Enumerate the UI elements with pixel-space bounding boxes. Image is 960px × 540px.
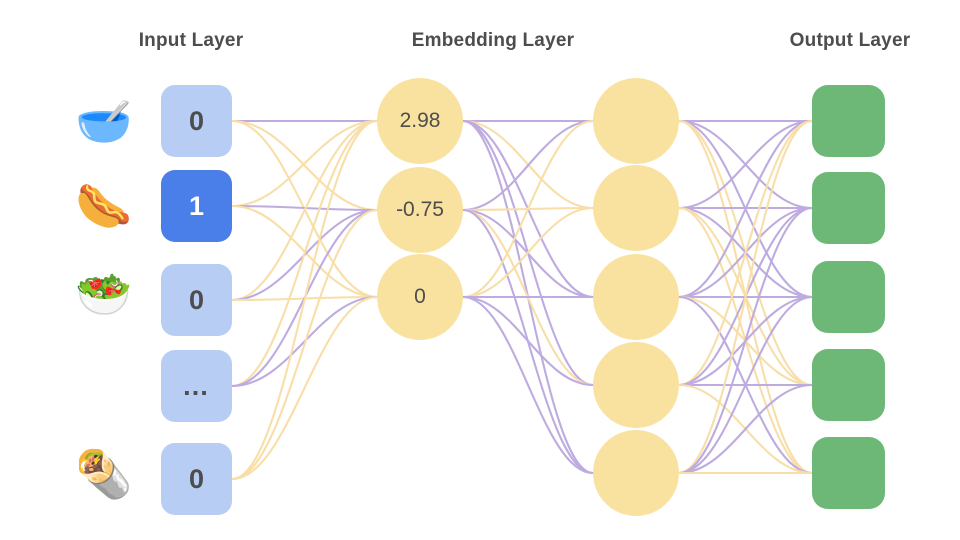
salad-icon: 🥗 bbox=[75, 268, 133, 320]
embedding-layer-title: Embedding Layer bbox=[411, 30, 575, 51]
embedding-node-0[interactable]: 2.98 bbox=[377, 78, 463, 164]
hidden-node-4[interactable] bbox=[593, 430, 679, 516]
input-node-1[interactable]: 1 bbox=[161, 170, 232, 242]
output-node-0[interactable] bbox=[812, 85, 885, 157]
edges-hidden-output bbox=[677, 119, 814, 475]
output-node-1[interactable] bbox=[812, 172, 885, 244]
soup-bowl-icon: 🥣 bbox=[75, 95, 133, 147]
output-layer-title: Output Layer bbox=[789, 30, 911, 51]
hot-dog-icon: 🌭 bbox=[75, 180, 133, 232]
hidden-node-1[interactable] bbox=[593, 165, 679, 251]
input-node-2[interactable]: 0 bbox=[161, 264, 232, 336]
input-node-0[interactable]: 0 bbox=[161, 85, 232, 157]
edges-embedding-hidden bbox=[461, 119, 595, 475]
output-node-3[interactable] bbox=[812, 349, 885, 421]
burrito-icon: 🌯 bbox=[75, 448, 133, 500]
output-node-4[interactable] bbox=[812, 437, 885, 509]
input-node-4[interactable]: 0 bbox=[161, 443, 232, 515]
hidden-node-0[interactable] bbox=[593, 78, 679, 164]
embedding-node-2[interactable]: 0 bbox=[377, 254, 463, 340]
edges-input-embedding bbox=[230, 119, 379, 481]
input-node-ellipsis[interactable]: … bbox=[161, 350, 232, 422]
input-layer-title: Input Layer bbox=[138, 30, 244, 51]
hidden-node-3[interactable] bbox=[593, 342, 679, 428]
output-node-2[interactable] bbox=[812, 261, 885, 333]
hidden-node-2[interactable] bbox=[593, 254, 679, 340]
embedding-node-1[interactable]: -0.75 bbox=[377, 167, 463, 253]
